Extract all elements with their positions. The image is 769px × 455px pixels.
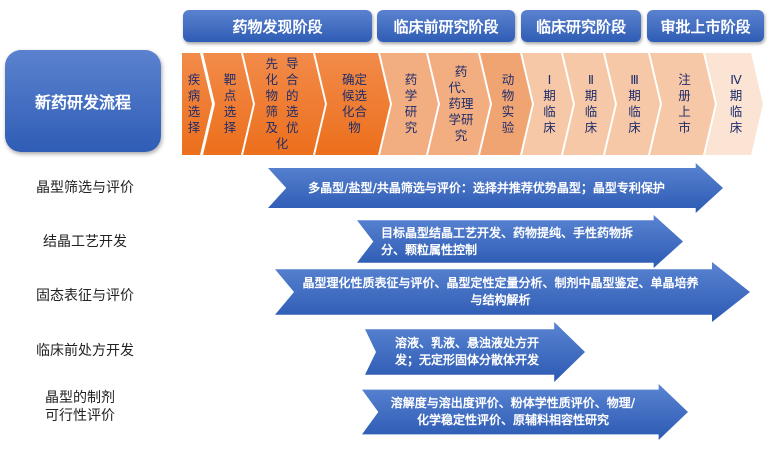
step-pharmaceutics: 药学研究 bbox=[380, 53, 438, 155]
arrow-screening: 多晶型/盐型/共晶筛选与评价：选择并推荐优势晶型；晶型专利保护 bbox=[268, 163, 723, 213]
arrow-crystallization: 目标晶型结晶工艺开发、药物提纯、手性药物拆分、颗粒属性控制 bbox=[357, 215, 683, 268]
row-label-screening: 晶型筛选与评价 bbox=[36, 180, 134, 196]
row-label-characterization: 固态表征与评价 bbox=[36, 288, 134, 304]
arrow-characterization: 晶型理化性质表征与评价、晶型定性定量分析、制剂中晶型鉴定、单晶培养与结构解析 bbox=[275, 262, 750, 322]
main-title: 新药研发流程 bbox=[5, 50, 161, 152]
row-label-crystallization: 结晶工艺开发 bbox=[43, 234, 127, 250]
step-candidate: 确定候选化合物 bbox=[315, 53, 390, 155]
arrow-feasibility: 溶解度与溶出度评价、粉体学性质评价、物理/化学稳定性评价、原辅料相容性研究 bbox=[362, 384, 688, 440]
arrow-formulation: 溶液、乳液、悬浊液处方开发；无定形固体分散体开发 bbox=[365, 322, 585, 382]
stage-preclinical: 临床前研究阶段 bbox=[377, 10, 515, 42]
stage-clinical: 临床研究阶段 bbox=[521, 10, 641, 42]
stage-approval: 审批上市阶段 bbox=[647, 10, 764, 42]
step-lead: 先导化合物的筛选及优化 bbox=[243, 53, 325, 155]
row-label-feasibility: 晶型的制剂可行性评价 bbox=[45, 390, 115, 424]
row-label-formulation: 临床前处方开发 bbox=[36, 343, 134, 359]
stage-drug-discovery: 药物发现阶段 bbox=[183, 10, 372, 42]
